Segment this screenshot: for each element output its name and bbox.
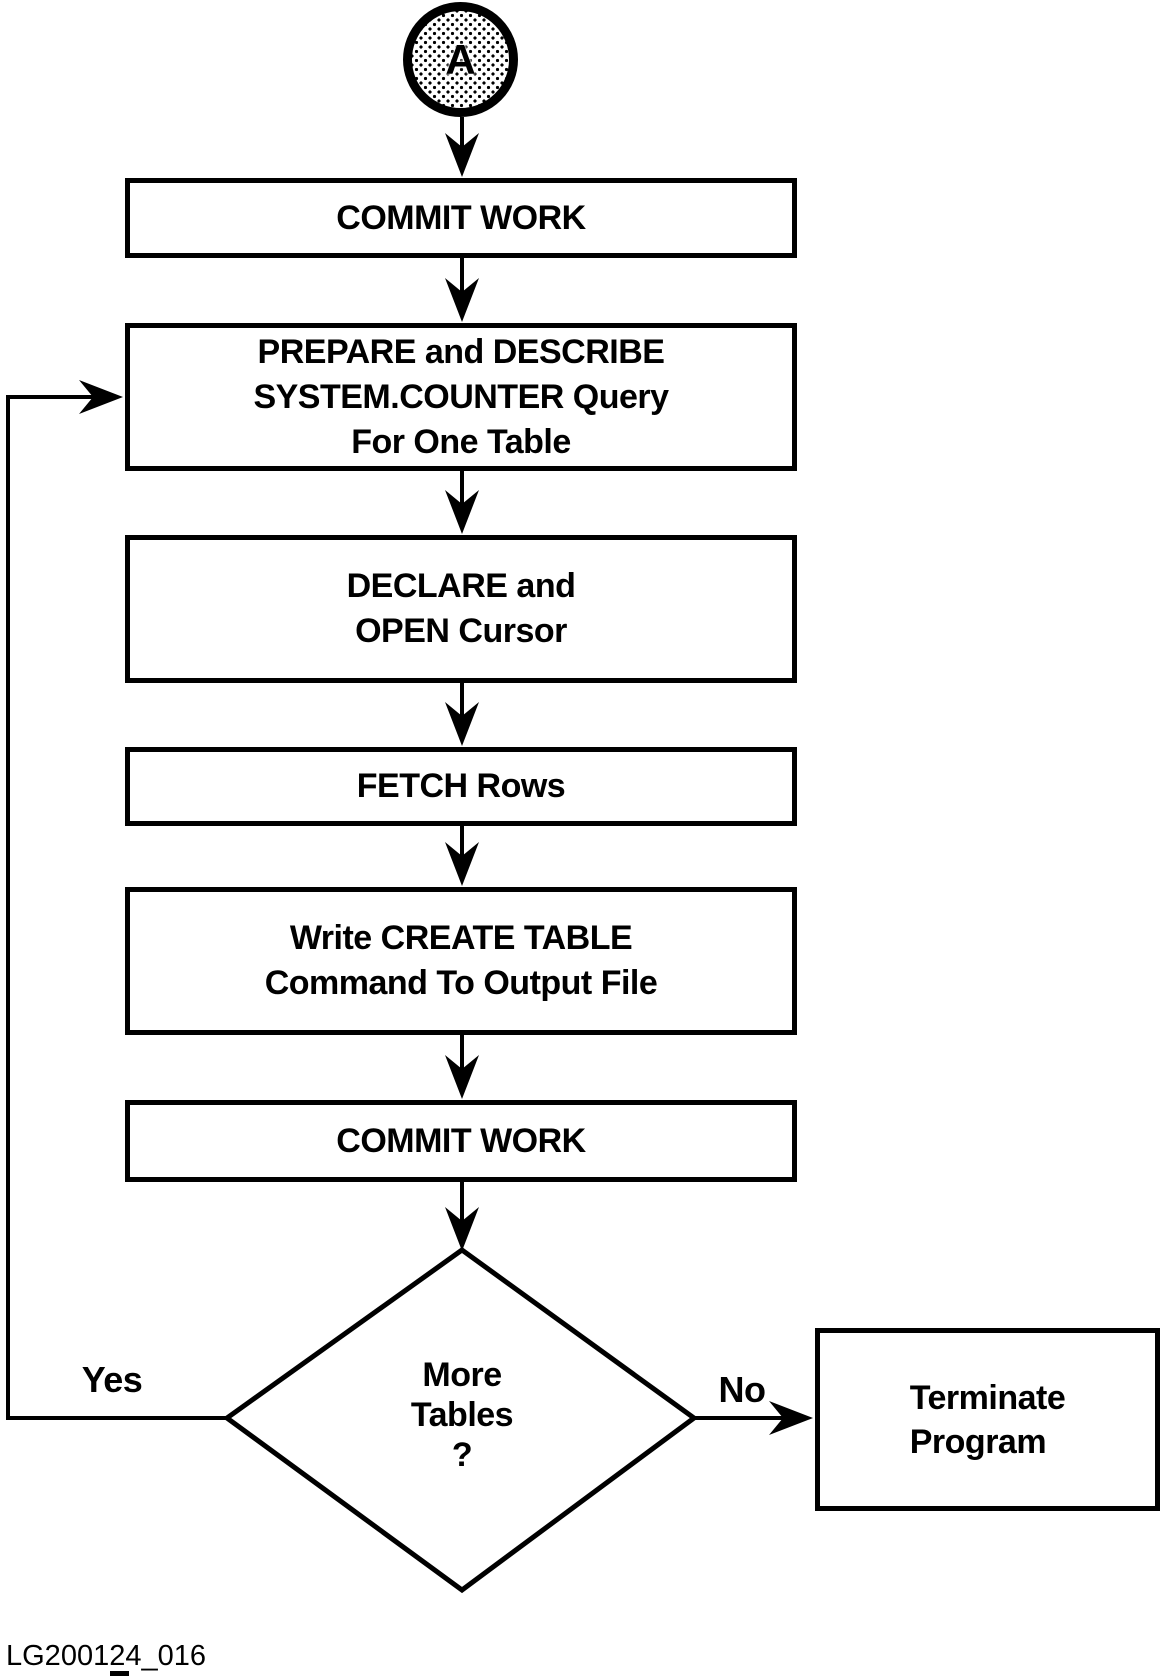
step-label: FETCH Rows [356, 767, 566, 805]
decision-label-line: ? [451, 1436, 473, 1474]
no-branch-label: No [718, 1369, 767, 1410]
step-label-line: SYSTEM.COUNTER Query [253, 377, 669, 416]
decision-label-line: Tables [410, 1396, 514, 1434]
arrowhead-into-commit2 [445, 1055, 479, 1099]
step-label-line: OPEN Cursor [355, 612, 567, 650]
decision-diamond [222, 1246, 699, 1594]
connector-a-label: A [445, 35, 476, 83]
step-commit-work-1: COMMIT WORK [125, 178, 797, 258]
decision-label-line: More [422, 1356, 502, 1394]
figure-id-caption: LG200124_016 [6, 1640, 206, 1672]
arrowhead-into-decision [445, 1207, 479, 1251]
arrowhead-into-terminate [769, 1401, 813, 1435]
step-declare-open-cursor: DECLARE and OPEN Cursor [125, 535, 797, 683]
arrowheads [79, 133, 813, 1435]
step-label-line: DECLARE and [346, 567, 576, 605]
arrow-stems [6, 117, 788, 1420]
step-fetch-rows: FETCH Rows [125, 747, 797, 826]
yes-branch-label: Yes [81, 1359, 143, 1400]
step-label: COMMIT WORK [336, 1121, 586, 1160]
terminate-label-line: Program [909, 1422, 1047, 1461]
step-label-line: PREPARE and DESCRIBE [257, 332, 665, 371]
step-label: COMMIT WORK [336, 198, 586, 237]
decision-more-tables: More Tables ? [410, 1355, 514, 1475]
arrowhead-yes-into-prepare [79, 380, 123, 414]
arrowhead-into-declare [445, 490, 479, 534]
step-label-line: For One Table [351, 422, 571, 461]
yes-loop-line [6, 395, 227, 1420]
arrowhead-into-commit1 [445, 133, 479, 177]
step-label-line: Command To Output File [264, 964, 658, 1002]
connector-a-node: A [403, 2, 518, 117]
terminate-label-block: Terminate Program [909, 1376, 1066, 1464]
scan-stray-mark [110, 1671, 129, 1676]
step-label-line: Write CREATE TABLE [289, 919, 633, 957]
arrowhead-into-write [445, 842, 479, 886]
arrowhead-into-fetch [445, 702, 479, 746]
arrowhead-into-prepare [445, 278, 479, 322]
step-commit-work-2: COMMIT WORK [125, 1100, 797, 1182]
step-terminate-program: Terminate Program [815, 1328, 1160, 1511]
terminate-label-line: Terminate [909, 1378, 1066, 1417]
step-prepare-describe: PREPARE and DESCRIBE SYSTEM.COUNTER Quer… [125, 323, 797, 471]
step-write-create-table: Write CREATE TABLE Command To Output Fil… [125, 887, 797, 1035]
